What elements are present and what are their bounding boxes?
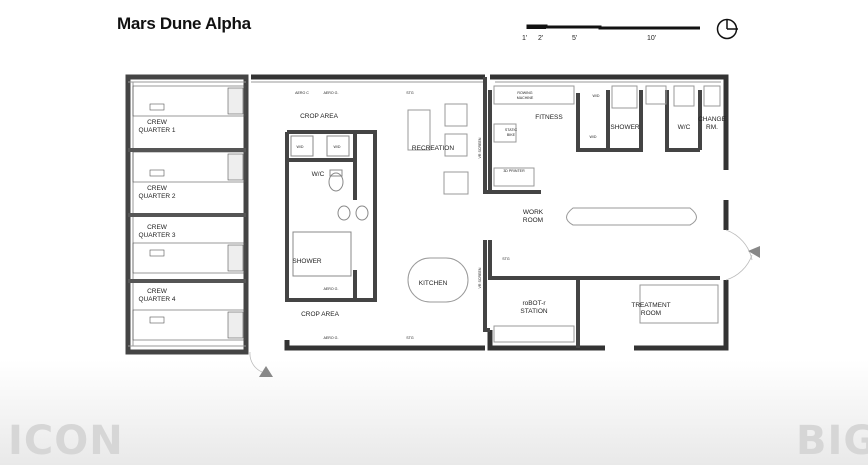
crew-quarter-1-line1: CREW: [147, 119, 168, 126]
core-fixtures: [290, 135, 369, 277]
aero-g-top-label: AERO G.: [324, 91, 339, 95]
wd-1-label: W/D: [297, 145, 304, 149]
vr-screen-bottom-label: VR SCREEN: [478, 267, 482, 288]
robot-station-line2: STATION: [520, 308, 548, 315]
static-bike-line1: STATIC: [505, 128, 518, 132]
aero-c-label: AERO C: [295, 91, 309, 95]
change-rm-line1: CHANGE: [698, 116, 726, 123]
crew-quarter-4-line2: QUARTER 4: [138, 296, 175, 303]
crew-quarter-3-line1: CREW: [147, 224, 168, 231]
entry-arrow-right-icon: [748, 246, 760, 258]
icon-logo: ICON: [8, 418, 124, 464]
page-title: Mars Dune Alpha: [117, 14, 251, 33]
crew-quarter-3-line2: QUARTER 3: [138, 232, 175, 239]
crop-area-top-label: CROP AREA: [300, 113, 338, 120]
stg-top-label: STG: [406, 91, 414, 95]
wd-3-label: W/D: [593, 94, 600, 98]
change-rm-line2: RM.: [706, 124, 718, 131]
wd-4-label: W/D: [590, 135, 597, 139]
wc-left-label: W/C: [312, 171, 325, 178]
crop-area-bottom-label: CROP AREA: [301, 311, 339, 318]
right-block-walls: [483, 77, 720, 348]
recreation-label: RECREATION: [412, 145, 454, 152]
aero-g-bottom-label: AERO G.: [324, 336, 339, 340]
shower-right-label: SHOWER: [610, 124, 640, 131]
big-logo: BIG: [796, 418, 868, 464]
robot-station-line1: roBOT-r: [522, 300, 546, 307]
wd-2-label: W/D: [334, 145, 341, 149]
crew-quarter-1-line2: QUARTER 1: [138, 127, 175, 134]
outer-walls: [125, 74, 729, 355]
core-walls: [285, 130, 377, 302]
crew-quarter-4-line1: CREW: [147, 288, 168, 295]
entry-arrow-bottom-icon: [259, 366, 273, 377]
scale-bar: [526, 24, 700, 30]
scale-line: [526, 24, 700, 30]
crew-partitions: [128, 148, 246, 283]
right-block-fixtures: [407, 85, 721, 343]
vr-screen-top-label: VR SCREEN: [478, 137, 482, 158]
stg-mid-label: STG: [502, 257, 510, 261]
treatment-room-line1: TREATMENT: [631, 302, 670, 309]
crew-beds: [132, 85, 246, 341]
north-arrow-icon: [716, 18, 738, 40]
small-labels: AERO C AERO G. STG W/D W/D W/D W/D ROWIN…: [295, 91, 600, 340]
crew-quarter-2-line2: QUARTER 2: [138, 193, 175, 200]
work-room-line2: ROOM: [523, 217, 543, 224]
fitness-label: FITNESS: [535, 114, 563, 121]
aero-g-mid-label: AERO G.: [324, 287, 339, 291]
rowing-machine-line2: MACHINE: [517, 96, 534, 100]
stg-bottom-label: STG: [406, 336, 414, 340]
shower-left-label: SHOWER: [292, 258, 322, 265]
kitchen-label: KITCHEN: [419, 280, 448, 287]
work-room-line1: WORK: [523, 209, 544, 216]
rowing-machine-line1: ROWING: [517, 91, 532, 95]
treatment-room-line2: ROOM: [641, 310, 661, 317]
printer-label: 3D PRINTER: [503, 169, 525, 173]
static-bike-line2: BIKE: [507, 133, 516, 137]
wc-right-label: W/C: [678, 124, 691, 131]
door-swings: [249, 229, 753, 373]
crew-quarter-2-line1: CREW: [147, 185, 168, 192]
